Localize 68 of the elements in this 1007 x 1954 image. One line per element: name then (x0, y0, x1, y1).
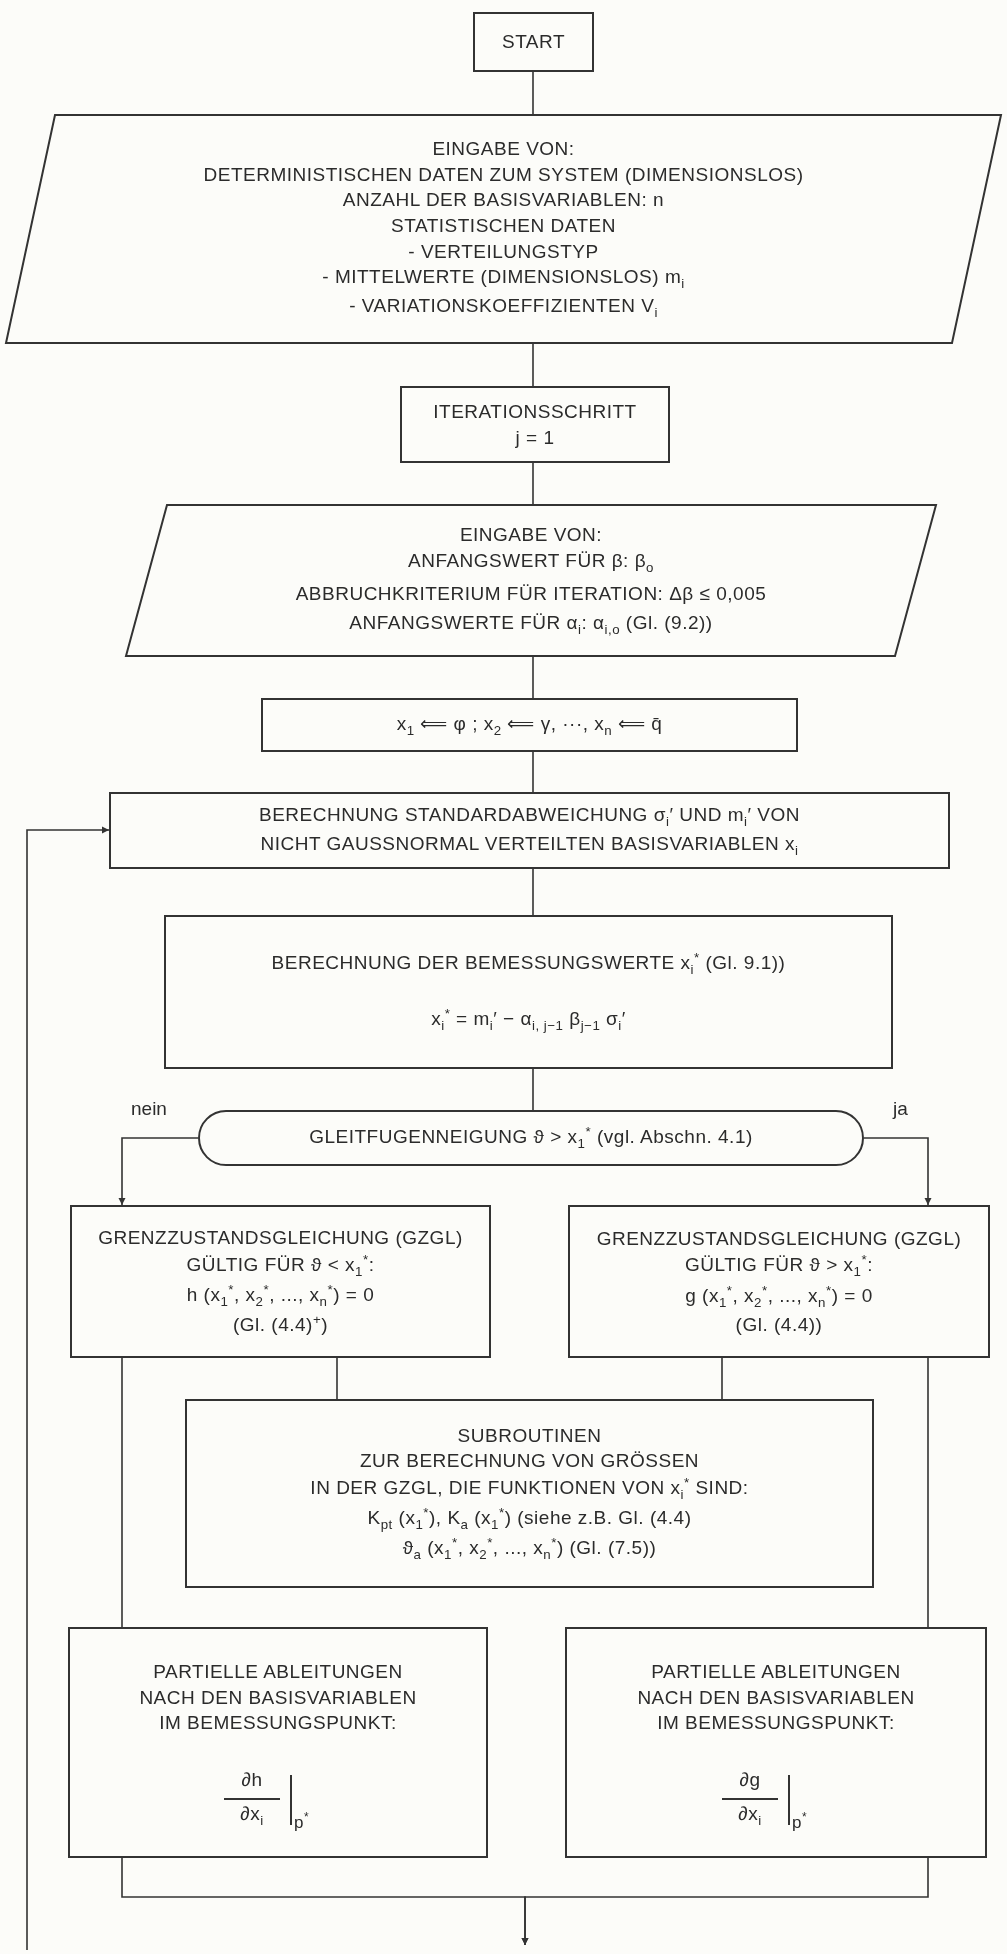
step-text: START (502, 30, 565, 55)
input-parallelogram (5, 114, 1002, 344)
step-text: EINGABE VON: (432, 137, 575, 162)
step-text: EINGABE VON: (459, 523, 603, 548)
process-box (68, 1627, 488, 1858)
step-text: PARTIELLE ABLEITUNGEN NACH DEN BASISVARIABLEN IM BEMESSUNGSPUNKT: (636, 1660, 916, 1736)
step-text: ITERATIONSSCHRITT (433, 399, 637, 424)
step-text: GRENZZUSTANDSGLEICHUNG (GZGL) (98, 1226, 463, 1251)
arrow (26, 826, 110, 1951)
connector-line (721, 1357, 723, 1400)
step-text: K$_{pt}$ (x$_{1}$$^{*}$), K$_{a}$ (x$_{1}$$^{*}$) (siehe z.B. Gl. (4.4) (367, 1504, 692, 1535)
step-text: x$_{i}$$^{*}$ = m$_{i}$′ − α$_{i, j−1}$ β$_{j−1}$ σ$_{i}$′ (431, 1005, 626, 1036)
connector-line (532, 751, 534, 793)
step-text: GÜLTIG FÜR ϑ < x$_{1}$$^{*}$: (186, 1250, 375, 1281)
input-parallelogram (125, 504, 937, 657)
connector-line (532, 462, 534, 505)
process-box (261, 698, 798, 752)
step-text: GÜLTIG FÜR ϑ > x$_{1}$$^{*}$: (685, 1251, 873, 1282)
step-text: STATISTISCHEN DATEN (391, 214, 616, 239)
step-text: ABBRUCHKRITERIUM FÜR ITERATION: Δβ ≤ 0,005 (295, 581, 767, 606)
process-box (109, 792, 950, 869)
step-text: BERECHNUNG STANDARDABWEICHUNG σ$_{i}$′ UND m$_{i}$′ VON NICHT GAUSSNORMAL VERTEILTEN BASISVARIABLEN x$_{i}$ (258, 802, 801, 860)
arrow (521, 1857, 929, 1946)
process-box (565, 1627, 987, 1858)
process-box (400, 386, 670, 463)
connector-line (532, 1068, 534, 1111)
formula-numerator: ∂g (738, 1768, 762, 1792)
step-text: GLEITFUGENNEIGUNG ϑ > x$_{1}$$^{*}$ (vgl. Abschn. 4.1) (309, 1122, 753, 1154)
formula-numerator: ∂h (240, 1768, 264, 1792)
step-text: ANZAHL DER BASISVARIABLEN: n (342, 188, 665, 213)
connector-line (532, 656, 534, 699)
step-text: ANFANGSWERTE FÜR α$_{i}$: α$_{i,o}$ (Gl. (9.2)) (349, 611, 713, 639)
step-text: IN DER GZGL, DIE FUNKTIONEN VON x$_{i}$$^{*}$ SIND: (310, 1474, 749, 1505)
step-text: - VERTEILUNGSTYP (408, 239, 599, 264)
process-box (185, 1399, 874, 1588)
step-text: - MITTELWERTE (DIMENSIONSLOS) m$_{i}$ (322, 265, 685, 294)
step-text: (Gl. (4.4)$^{+}$) (232, 1310, 328, 1338)
process-box (568, 1205, 990, 1358)
connector-line (532, 868, 534, 916)
formula-subscript: p$^{*}$ (792, 1809, 808, 1834)
connector-line (927, 1357, 929, 1628)
step-text: (Gl. (4.4)) (735, 1312, 823, 1337)
process-box (70, 1205, 491, 1358)
connector-line (336, 1357, 338, 1400)
step-text: ANFANGSWERT FÜR β: β$_{o}$ (408, 548, 654, 577)
step-text: j = 1 (515, 425, 555, 450)
step-text: g (x$_{1}$$^{*}$, x$_{2}$$^{*}$, ..., x$_{n}$$^{*}$) = 0 (685, 1281, 873, 1312)
formula-subscript: p$^{*}$ (294, 1809, 310, 1834)
step-text: SUBROUTINEN (457, 1423, 602, 1448)
step-text: BERECHNUNG DER BEMESSUNGSWERTE x$_{i}$$^{*}$ (Gl. 9.1)) (271, 948, 786, 979)
connector-line (532, 71, 534, 115)
step-text: h (x$_{1}$$^{*}$, x$_{2}$$^{*}$, ..., x$_{n}$$^{*}$) = 0 (186, 1280, 375, 1311)
step-text: PARTIELLE ABLEITUNGEN NACH DEN BASISVARIABLEN IM BEMESSUNGSPUNKT: (138, 1660, 418, 1736)
connector-line (532, 343, 534, 387)
terminal-box (473, 12, 594, 72)
step-text: DETERMINISTISCHEN DATEN ZUM SYSTEM (DIMENSIONSLOS) (203, 162, 804, 187)
step-text: ϑ$_{a}$ (x$_{1}$$^{*}$, x$_{2}$$^{*}$, ..., x$_{n}$$^{*}$) (Gl. (7.5)) (402, 1534, 657, 1565)
process-box (164, 915, 893, 1069)
step-text: x$_{1}$ ⟸ φ ; x$_{2}$ ⟸ γ, ···, x$_{n}$ ⟸ q̄ (396, 711, 663, 740)
formula-denominator: ∂x$_{i}$ (239, 1802, 265, 1830)
formula-denominator: ∂x$_{i}$ (737, 1802, 763, 1830)
step-text: ZUR BERECHNUNG VON GRÖSSEN (359, 1449, 700, 1474)
step-text: - VARIATIONSKOEFFIZIENTEN V$_{i}$ (349, 294, 658, 322)
step-text: GRENZZUSTANDSGLEICHUNG (GZGL) (596, 1226, 962, 1251)
decision-box (198, 1110, 864, 1166)
arrow (863, 1137, 932, 1206)
connector-line (121, 1357, 123, 1628)
arrow (118, 1137, 199, 1206)
